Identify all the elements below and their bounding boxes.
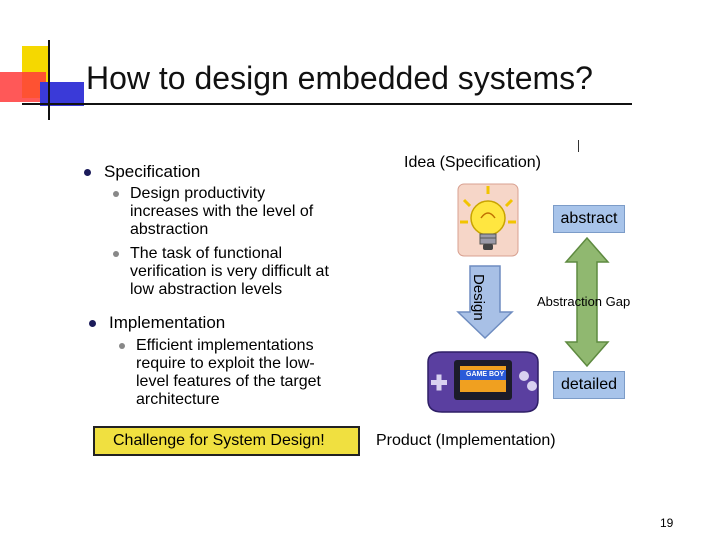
slide-title: How to design embedded systems?: [86, 60, 593, 96]
bullet-specification: Specification: [84, 162, 201, 182]
bullet-dot: [84, 169, 91, 176]
sub-bullet-text: Efficient implementations require to exp…: [136, 337, 321, 408]
cursor-mark: [578, 140, 579, 152]
slide-number: 19: [660, 516, 674, 530]
bullet-implementation: Implementation: [89, 313, 226, 333]
game-device-icon: [427, 351, 539, 413]
sub-bullet-text: The task of functional verification is v…: [130, 245, 329, 298]
bullet-text: Specification: [104, 162, 201, 181]
title-decoration-red: [0, 72, 46, 102]
challenge-box: Challenge for System Design!: [93, 426, 360, 456]
product-label: Product (Implementation): [376, 432, 556, 449]
sub-bullet-dot: [113, 251, 119, 257]
design-arrow: [456, 265, 514, 340]
title-decoration-blue: [40, 82, 84, 106]
device-label: GAME BOY: [466, 371, 505, 378]
design-label: Design: [470, 274, 487, 321]
title-underline: [22, 103, 632, 105]
title-decoration-vertical-line: [48, 40, 50, 120]
bullet-text: Implementation: [109, 313, 226, 332]
abstraction-gap-arrow: [564, 236, 610, 368]
lightbulb-icon: [457, 183, 519, 257]
detailed-box: detailed: [553, 371, 625, 399]
sub-bullet-dot: [119, 343, 125, 349]
idea-label: Idea (Specification): [404, 154, 541, 171]
sub-bullet-text: Design productivity increases with the l…: [130, 185, 314, 238]
sub-bullet-verification: The task of functional verification is v…: [113, 245, 335, 299]
sub-bullet-productivity: Design productivity increases with the l…: [113, 185, 335, 239]
sub-bullet-efficient: Efficient implementations require to exp…: [119, 337, 341, 409]
abstraction-gap-label: Abstraction Gap: [537, 294, 631, 309]
sub-bullet-dot: [113, 191, 119, 197]
abstract-box: abstract: [553, 205, 625, 233]
bullet-dot: [89, 320, 96, 327]
